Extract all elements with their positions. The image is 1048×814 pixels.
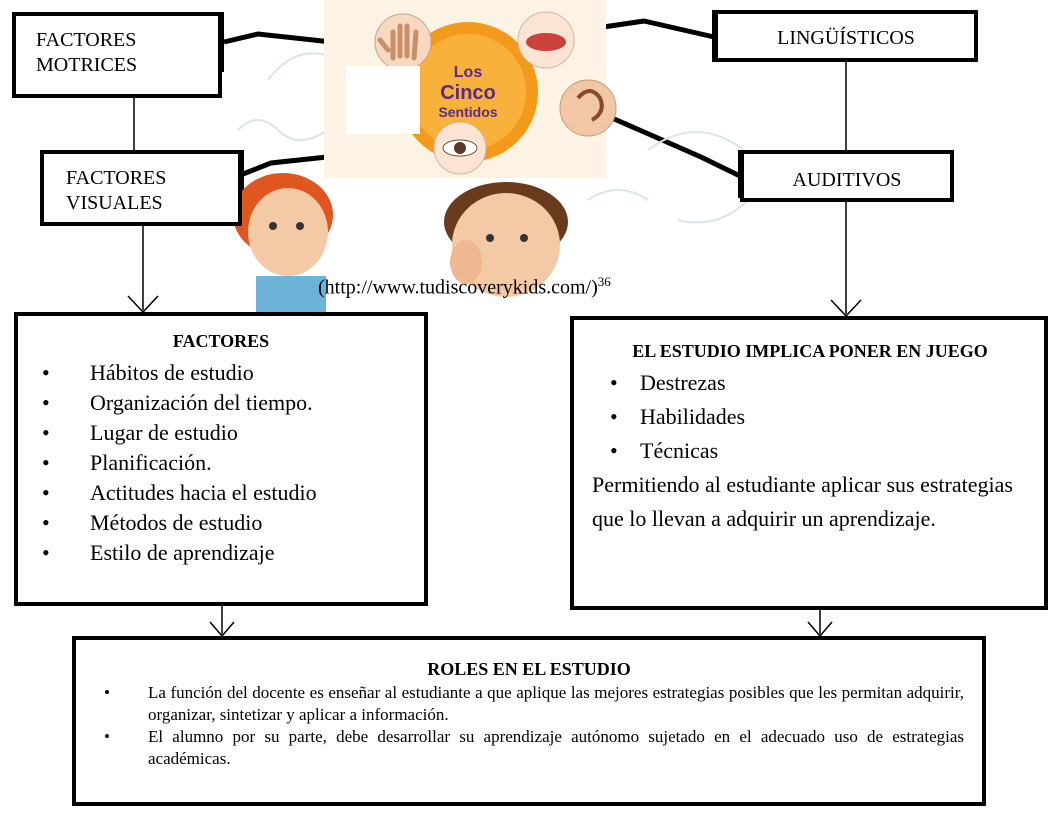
girl-shirt [256,276,326,312]
blank-square [346,66,420,134]
estudio-item: Habilidades [592,400,1028,434]
citation: (http://www.tudiscoverykids.com/)36 [318,270,611,300]
eye-pupil [454,142,466,154]
box-factores-visuales: FACTORES VISUALES [40,150,242,226]
box-auditivos: AUDITIVOS [740,150,954,202]
estudio-paragraph: Permitiendo al estudiante aplicar sus es… [592,472,1013,531]
girl-eye-right [296,222,304,230]
children-illustration [233,173,568,312]
box-roles: ROLES EN EL ESTUDIO La función del docen… [72,636,986,806]
logo-line-1: Los [454,64,483,81]
factores-item: Métodos de estudio [18,508,424,538]
boy-hand [450,240,482,284]
factores-item: Actitudes hacia el estudio [18,478,424,508]
factores-item: Planificación. [18,448,424,478]
box-estudio: EL ESTUDIO IMPLICA PONER EN JUEGO Destre… [570,316,1048,610]
box-factores: FACTORES Hábitos de estudio Organización… [14,312,428,606]
estudio-item: Técnicas [592,434,1028,468]
box-factores-motrices: FACTORES MOTRICES [12,12,222,98]
box-linguisticos: LINGÜÍSTICOS [714,10,978,62]
roles-item: La función del docente es enseñar al est… [76,682,982,726]
five-senses-illustration: Los Cinco Sentidos [233,0,756,312]
boy-eye-right [520,234,528,242]
roles-title: ROLES EN EL ESTUDIO [427,659,631,679]
citation-footnote: 36 [597,274,611,289]
logo-line-2: Cinco [440,82,496,104]
citation-url: (http://www.tudiscoverykids.com/) [318,276,598,299]
roles-item: El alumno por su parte, debe desarrollar… [76,726,982,770]
girl-face [248,188,328,276]
estudio-title: EL ESTUDIO IMPLICA PONER EN JUEGO [632,341,988,361]
factores-item: Estilo de aprendizaje [18,538,424,568]
cloud-outline-right [647,131,756,224]
factores-item: Hábitos de estudio [18,358,424,388]
ear-icon [559,79,617,137]
boy-eye-left [486,234,494,242]
estudio-item: Destrezas [592,366,1028,400]
lips [526,33,566,51]
cloud-outline-left-low [237,119,329,141]
factores-title: FACTORES [172,331,270,351]
factores-list: Hábitos de estudio Organización del tiem… [18,358,424,568]
connector-auditivos-ear [610,115,742,179]
cloud-outline-mid [587,189,649,201]
logo-line-3: Sentidos [438,104,497,120]
hand-fingers [377,23,419,61]
factores-item: Organización del tiempo. [18,388,424,418]
ear-shape [576,89,604,122]
estudio-list: Destrezas Habilidades Técnicas [592,366,1028,468]
girl-eye-left [269,222,277,230]
senses-center-inner [410,34,526,150]
factores-item: Lugar de estudio [18,418,424,448]
roles-list: La función del docente es enseñar al est… [76,682,982,770]
